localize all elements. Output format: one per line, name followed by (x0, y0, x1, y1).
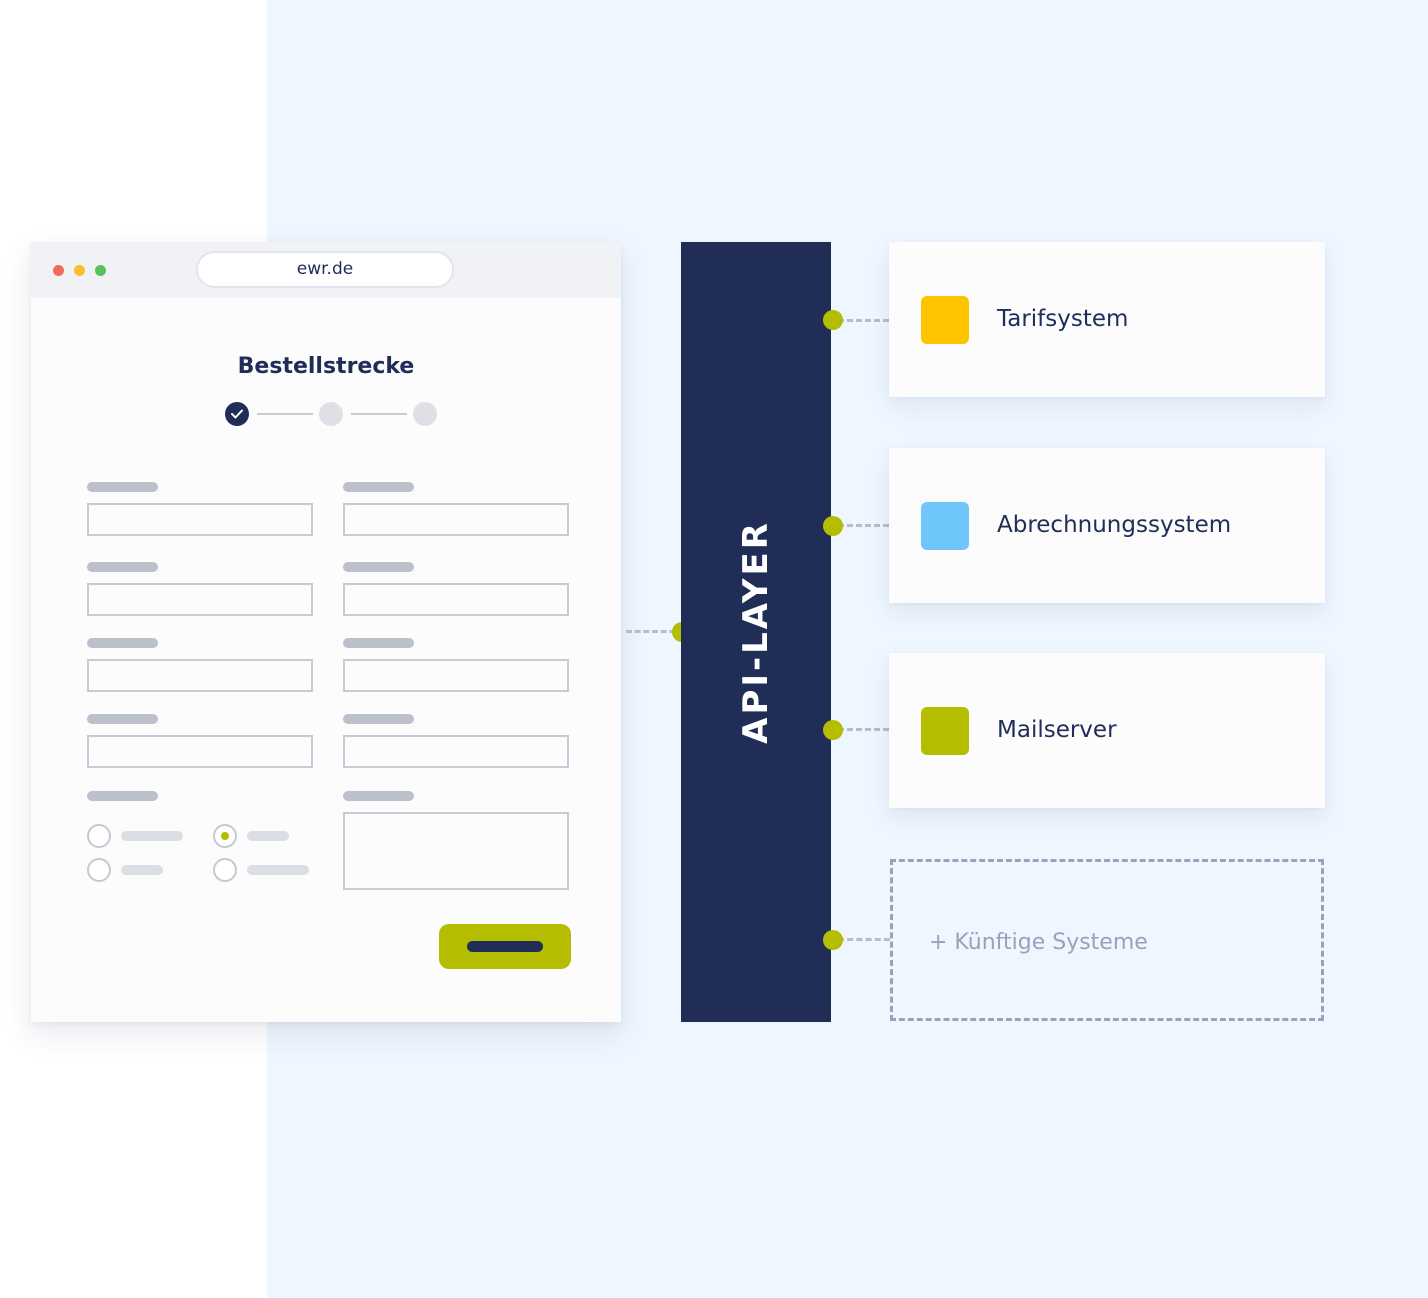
connector-node (823, 310, 843, 330)
system-name: Tarifsystem (997, 306, 1129, 332)
textarea-field[interactable] (343, 812, 569, 890)
connector-line (838, 938, 890, 941)
address-bar[interactable]: ewr.de (196, 251, 454, 288)
submit-button[interactable] (439, 924, 571, 969)
radio-option-selected[interactable] (213, 824, 237, 848)
field-label-placeholder (87, 482, 158, 492)
field-label-placeholder (87, 791, 158, 801)
text-field[interactable] (343, 583, 569, 616)
future-systems-placeholder: + Künftige Systeme (890, 859, 1324, 1021)
field-label-placeholder (343, 562, 414, 572)
connector-line (838, 319, 889, 322)
field-label-placeholder (343, 714, 414, 724)
text-field[interactable] (87, 659, 313, 692)
connector-line (838, 728, 889, 731)
system-card-mailserver: Mailserver (889, 653, 1325, 808)
system-name: Abrechnungssystem (997, 512, 1232, 538)
system-color-swatch (921, 296, 969, 344)
field-label-placeholder (343, 638, 414, 648)
radio-label-placeholder (121, 831, 183, 841)
connector-node (823, 720, 843, 740)
system-color-swatch (921, 502, 969, 550)
step-connector (351, 413, 407, 415)
radio-option[interactable] (87, 824, 111, 848)
radio-option[interactable] (213, 858, 237, 882)
system-card-tarifsystem: Tarifsystem (889, 242, 1325, 397)
window-maximize-dot-icon[interactable] (95, 265, 106, 276)
form-title: Bestellstrecke (237, 354, 415, 379)
radio-label-placeholder (121, 865, 163, 875)
field-label-placeholder (87, 714, 158, 724)
field-label-placeholder (87, 638, 158, 648)
step-3 (413, 402, 437, 426)
field-label-placeholder (87, 562, 158, 572)
connector-line (838, 524, 889, 527)
radio-label-placeholder (247, 865, 309, 875)
field-label-placeholder (343, 482, 414, 492)
text-field[interactable] (87, 503, 313, 536)
text-field[interactable] (87, 583, 313, 616)
future-systems-label: + Künftige Systeme (929, 930, 1148, 955)
field-label-placeholder (343, 791, 414, 801)
window-minimize-dot-icon[interactable] (74, 265, 85, 276)
api-layer-bar: API-LAYER (681, 242, 831, 1022)
submit-label-placeholder (467, 941, 543, 952)
text-field[interactable] (343, 659, 569, 692)
window-close-dot-icon[interactable] (53, 265, 64, 276)
text-field[interactable] (87, 735, 313, 768)
step-connector (257, 413, 313, 415)
step-2 (319, 402, 343, 426)
browser-window: ewr.de Bestellstrecke (31, 242, 621, 1022)
system-card-abrechnungssystem: Abrechnungssystem (889, 448, 1325, 603)
system-name: Mailserver (997, 717, 1117, 743)
system-color-swatch (921, 707, 969, 755)
radio-option[interactable] (87, 858, 111, 882)
browser-toolbar: ewr.de (31, 242, 621, 298)
connector-node (823, 516, 843, 536)
text-field[interactable] (343, 735, 569, 768)
text-field[interactable] (343, 503, 569, 536)
radio-label-placeholder (247, 831, 289, 841)
api-layer-label: API-LAYER (736, 520, 776, 744)
connector-node (823, 930, 843, 950)
step-1-complete (225, 402, 249, 426)
connector-line (626, 630, 684, 633)
checkmark-icon (231, 409, 243, 419)
